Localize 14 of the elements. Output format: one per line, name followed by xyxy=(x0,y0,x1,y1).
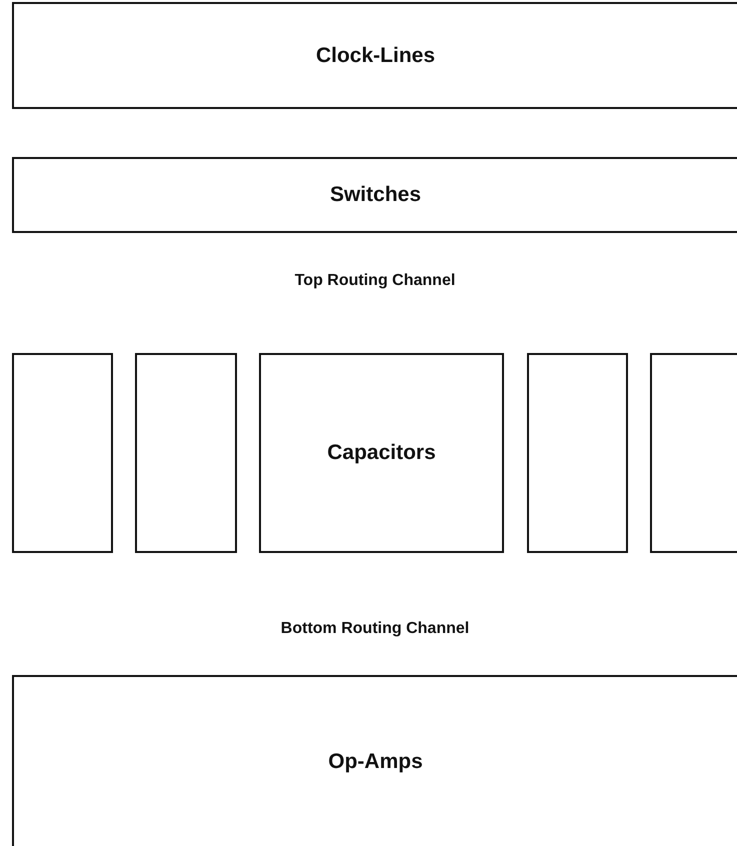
capacitors-block xyxy=(259,353,504,553)
block xyxy=(527,353,628,553)
clock-lines-block xyxy=(12,2,737,109)
block xyxy=(135,353,237,553)
block-label: Op-Amps xyxy=(328,750,423,774)
block xyxy=(650,353,737,553)
block-label: Clock-Lines xyxy=(316,44,436,68)
block-label: Capacitors xyxy=(327,441,436,465)
op-amps-block xyxy=(12,675,737,846)
block-label: Switches xyxy=(330,183,422,207)
channel-label: Bottom Routing Channel xyxy=(280,620,470,638)
block xyxy=(12,353,113,553)
channel-label: Top Routing Channel xyxy=(294,272,456,290)
switches-block xyxy=(12,157,737,233)
